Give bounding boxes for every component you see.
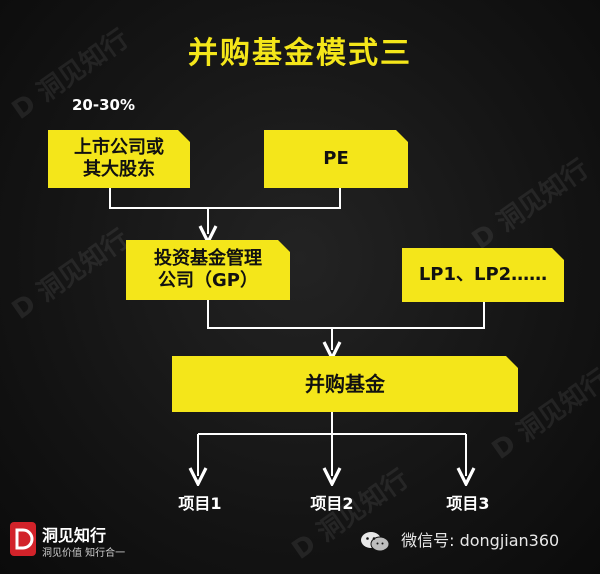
node-listed-company-line-1: 上市公司或 — [74, 136, 164, 158]
node-gp: 投资基金管理 公司（GP） — [126, 240, 290, 300]
brand-logo: 洞见知行 洞见价值 知行合一 — [10, 516, 140, 564]
node-merger-fund-label: 并购基金 — [305, 371, 385, 396]
connector-gp-lp — [207, 300, 485, 329]
node-listed-company-line-2: 其大股东 — [83, 159, 155, 180]
diagram-title: 并购基金模式三 — [188, 36, 412, 71]
brand-name: 洞见知行 — [42, 526, 107, 545]
project-3-label: 项目3 — [446, 494, 490, 513]
project-2-label: 项目2 — [310, 494, 354, 513]
percent-label: 20-30% — [72, 96, 136, 114]
wechat-id: 微信号: dongjian360 — [360, 527, 559, 553]
node-lp: LP1、LP2…… — [402, 248, 564, 302]
node-pe-label: PE — [323, 147, 349, 169]
node-pe: PE — [264, 130, 408, 188]
wechat-id-text: 微信号: dongjian360 — [401, 531, 560, 550]
brand-slogan: 洞见价值 知行合一 — [42, 548, 126, 559]
node-merger-fund: 并购基金 — [172, 356, 518, 412]
node-listed-company: 上市公司或 其大股东 — [48, 130, 190, 188]
node-gp-line-1: 投资基金管理 — [154, 247, 262, 269]
connector-listed-pe — [109, 188, 341, 209]
project-1-label: 项目1 — [178, 494, 222, 513]
node-gp-line-2: 公司（GP） — [158, 270, 258, 291]
logo-d-icon — [10, 522, 36, 556]
wechat-icon — [361, 531, 390, 551]
node-lp-label: LP1、LP2…… — [418, 263, 548, 285]
